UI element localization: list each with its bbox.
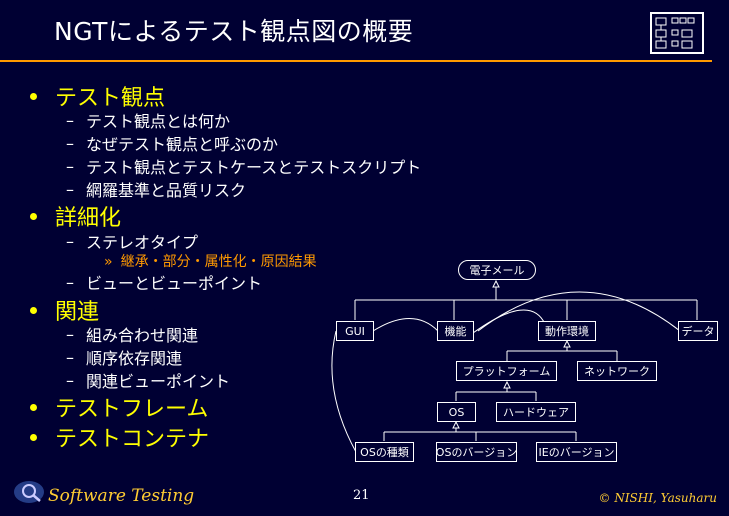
sub-bullet: –組み合わせ関連 [66, 322, 198, 346]
bullet-dot-icon [30, 403, 37, 411]
bullet-dot-icon [30, 306, 37, 314]
dash-icon: – [66, 133, 74, 153]
page-number: 21 [353, 488, 370, 503]
bullet-detailing: 詳細化 [30, 200, 121, 232]
sub-sub-bullet-label: 継承・部分・属性化・原因結果 [120, 254, 317, 270]
bullet-test-container: テストコンテナ [30, 421, 209, 453]
title-underline [0, 60, 712, 62]
sub-bullet-label: ステレオタイプ [86, 233, 199, 252]
bullet-test-frame: テストフレーム [30, 391, 208, 423]
sub-bullet-label: なぜテスト観点と呼ぶのか [86, 135, 279, 154]
sub-bullet: –なぜテスト観点と呼ぶのか [66, 131, 278, 155]
sub-bullet: –テスト観点とは何か [66, 108, 230, 132]
dash-icon: – [66, 370, 74, 390]
bullet-label: テストコンテナ [55, 427, 210, 452]
sub-sub-bullet: » 継承・部分・属性化・原因結果 [104, 251, 317, 271]
bullet-relation: 関連 [30, 294, 99, 326]
sub-bullet-label: ビューとビューポイント [86, 274, 263, 293]
node-data: データ [678, 321, 718, 341]
bullet-label: 関連 [55, 300, 100, 325]
sub-bullet-label: テスト観点とテストケースとテストスクリプト [86, 158, 422, 177]
bullet-dot-icon [30, 92, 37, 100]
node-hardware: ハードウェア [496, 402, 576, 422]
sub-bullet: –網羅基準と品質リスク [66, 177, 246, 201]
node-os: OS [437, 402, 476, 422]
diagram-logo-icon [650, 12, 704, 54]
node-ie-version: IEのバージョン [536, 442, 617, 462]
dash-icon: – [66, 156, 74, 176]
dash-icon: – [66, 179, 74, 199]
sub-bullet: –関連ビューポイント [66, 368, 230, 392]
sub-bullet-label: 組み合わせ関連 [86, 326, 199, 345]
footer-brand: Software Testing [48, 486, 195, 506]
dash-icon: – [66, 347, 74, 367]
node-gui: GUI [336, 321, 374, 341]
dash-icon: – [66, 110, 74, 130]
sub-bullet-label: テスト観点とは何か [86, 112, 231, 131]
node-function: 機能 [437, 321, 474, 341]
dash-icon: – [66, 324, 74, 344]
node-email: 電子メール [458, 260, 536, 280]
sub-bullet-label: 順序依存関連 [86, 349, 183, 368]
sub-bullet-label: 網羅基準と品質リスク [86, 181, 247, 200]
node-os-version: OSのバージョン [436, 442, 517, 462]
sub-bullet: –ビューとビューポイント [66, 270, 262, 294]
node-network: ネットワーク [577, 361, 657, 381]
copyright: © NISHI, Yasuharu [598, 491, 718, 505]
dash-icon: – [66, 272, 74, 292]
bullet-label: テスト観点 [55, 86, 166, 111]
bullet-test-viewpoint: テスト観点 [30, 80, 165, 112]
node-platform: プラットフォーム [456, 361, 557, 381]
bullet-dot-icon [30, 212, 37, 220]
slide-title: NGTによるテスト観点図の概要 [54, 17, 414, 46]
bullet-label: テストフレーム [55, 397, 209, 422]
sub-bullet-label: 関連ビューポイント [86, 372, 231, 391]
sub-bullet: –順序依存関連 [66, 345, 182, 369]
magnifier-logo-icon [12, 478, 46, 508]
node-operating-environment: 動作環境 [538, 321, 596, 341]
dash-icon: – [66, 231, 74, 251]
bullet-label: 詳細化 [55, 206, 122, 231]
bullet-dot-icon [30, 433, 37, 441]
node-os-type: OSの種類 [355, 442, 414, 462]
sub-bullet: –テスト観点とテストケースとテストスクリプト [66, 154, 421, 178]
chevron-right-icon: » [104, 254, 113, 270]
sub-bullet: –ステレオタイプ [66, 229, 198, 253]
